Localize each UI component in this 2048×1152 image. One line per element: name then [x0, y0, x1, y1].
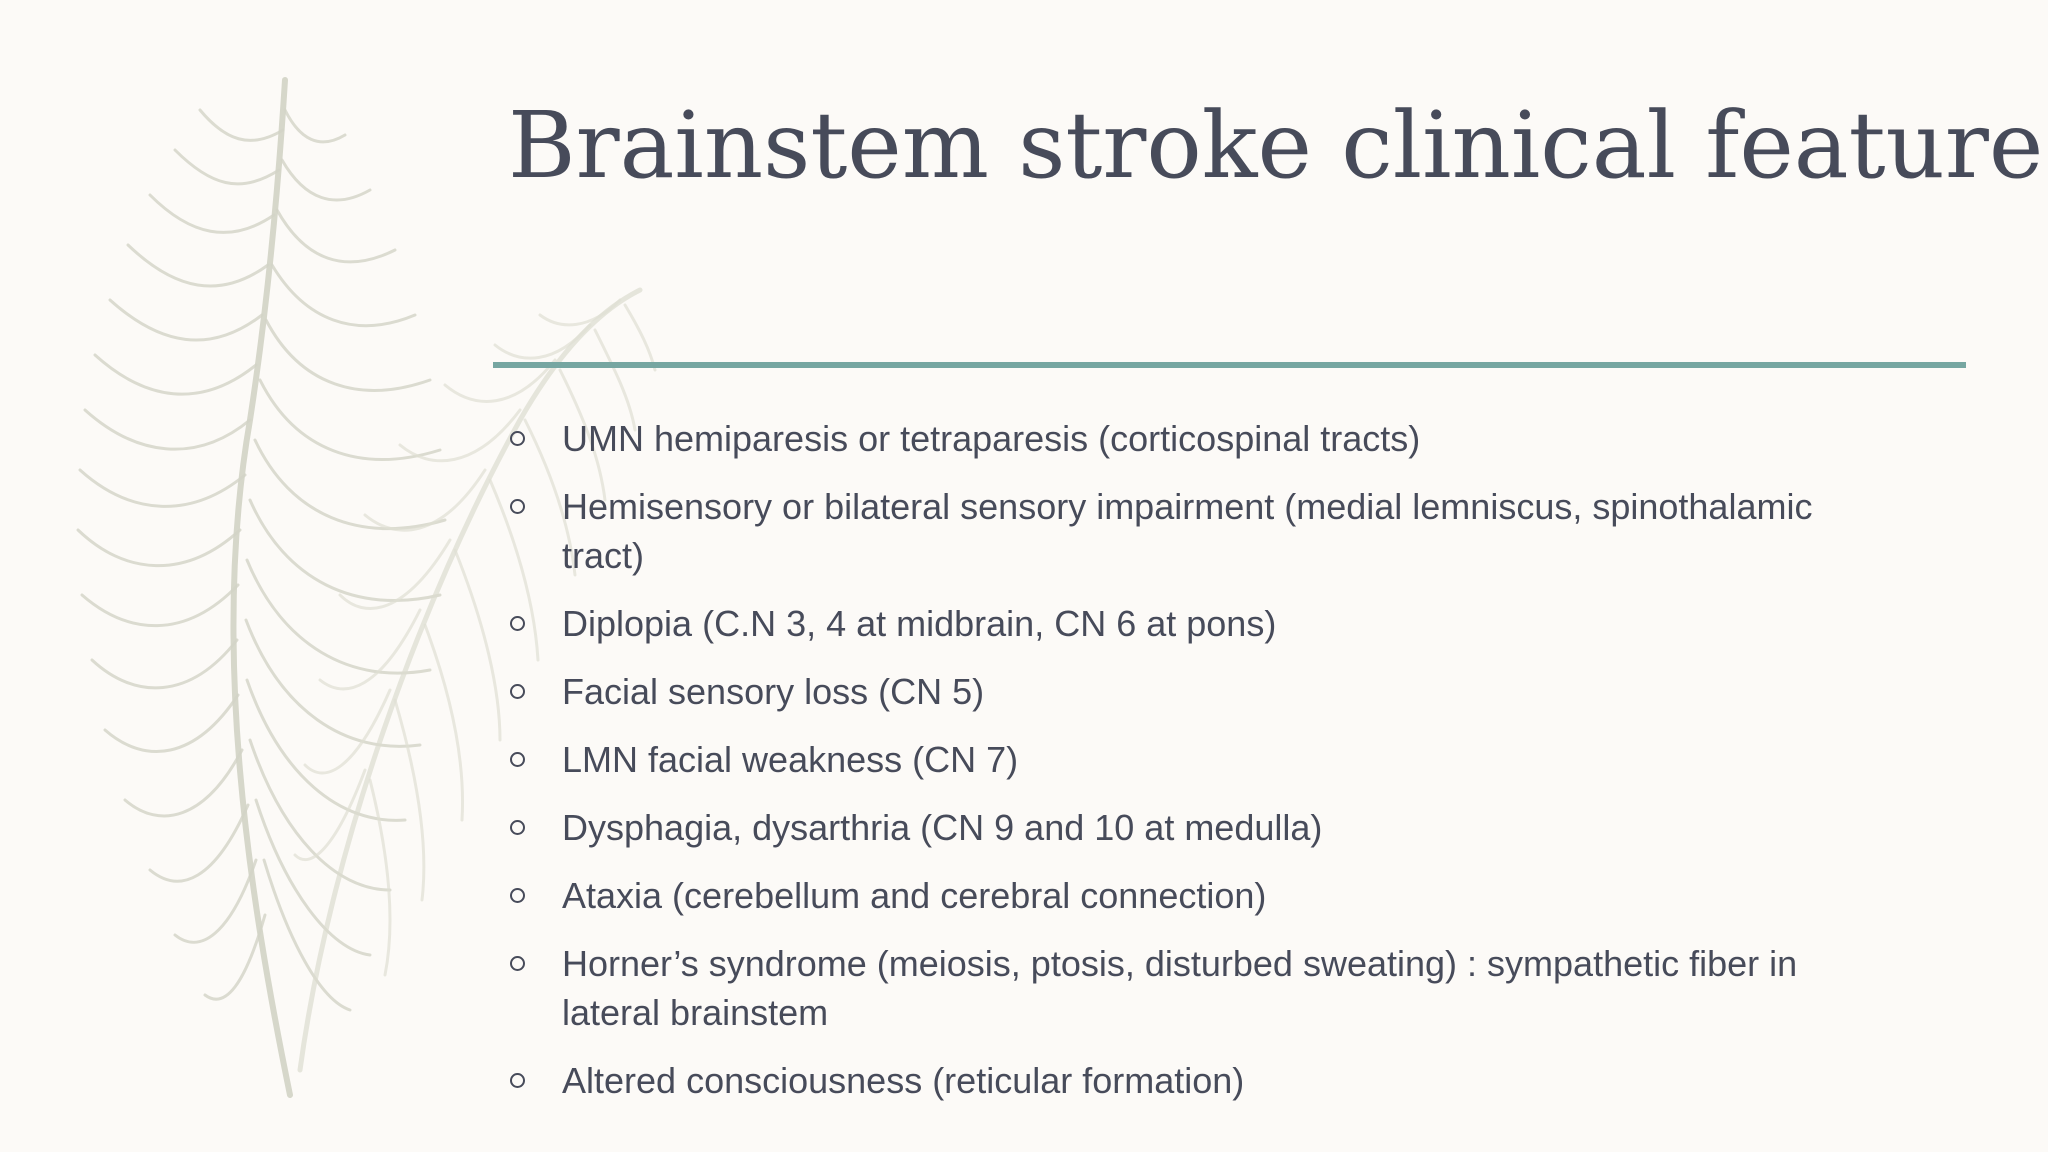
bullet-text: Dysphagia, dysarthria (CN 9 and 10 at me…	[562, 807, 1323, 848]
bullet-list: UMN hemiparesis or tetraparesis (cortico…	[508, 414, 1898, 1124]
list-item: Facial sensory loss (CN 5)	[508, 667, 1898, 716]
feather-illustration	[76, 77, 657, 1098]
list-item: Horner’s syndrome (meiosis, ptosis, dist…	[508, 939, 1898, 1037]
hollow-circle-icon	[510, 752, 525, 767]
bullet-text: UMN hemiparesis or tetraparesis (cortico…	[562, 418, 1421, 459]
bullet-text: Diplopia (C.N 3, 4 at midbrain, CN 6 at …	[562, 603, 1277, 644]
list-item: Diplopia (C.N 3, 4 at midbrain, CN 6 at …	[508, 599, 1898, 648]
hollow-circle-icon	[510, 888, 525, 903]
list-item: Altered consciousness (reticular formati…	[508, 1056, 1898, 1105]
slide-title: Brainstem stroke clinical feature	[508, 92, 2044, 199]
list-item: UMN hemiparesis or tetraparesis (cortico…	[508, 414, 1898, 463]
hollow-circle-icon	[510, 820, 525, 835]
list-item: Hemisensory or bilateral sensory impairm…	[508, 482, 1898, 580]
list-item: Dysphagia, dysarthria (CN 9 and 10 at me…	[508, 803, 1898, 852]
hollow-circle-icon	[510, 616, 525, 631]
bullet-text: LMN facial weakness (CN 7)	[562, 739, 1019, 780]
bullet-text: Altered consciousness (reticular formati…	[562, 1060, 1245, 1101]
list-item: Ataxia (cerebellum and cerebral connecti…	[508, 871, 1898, 920]
hollow-circle-icon	[510, 499, 525, 514]
hollow-circle-icon	[510, 431, 525, 446]
bullet-text: Horner’s syndrome (meiosis, ptosis, dist…	[562, 943, 1798, 1033]
list-item: LMN facial weakness (CN 7)	[508, 735, 1898, 784]
title-divider	[493, 362, 1966, 368]
bullet-text: Facial sensory loss (CN 5)	[562, 671, 985, 712]
hollow-circle-icon	[510, 1073, 525, 1088]
bullet-text: Ataxia (cerebellum and cerebral connecti…	[562, 875, 1267, 916]
hollow-circle-icon	[510, 684, 525, 699]
hollow-circle-icon	[510, 956, 525, 971]
bullet-text: Hemisensory or bilateral sensory impairm…	[562, 486, 1813, 576]
